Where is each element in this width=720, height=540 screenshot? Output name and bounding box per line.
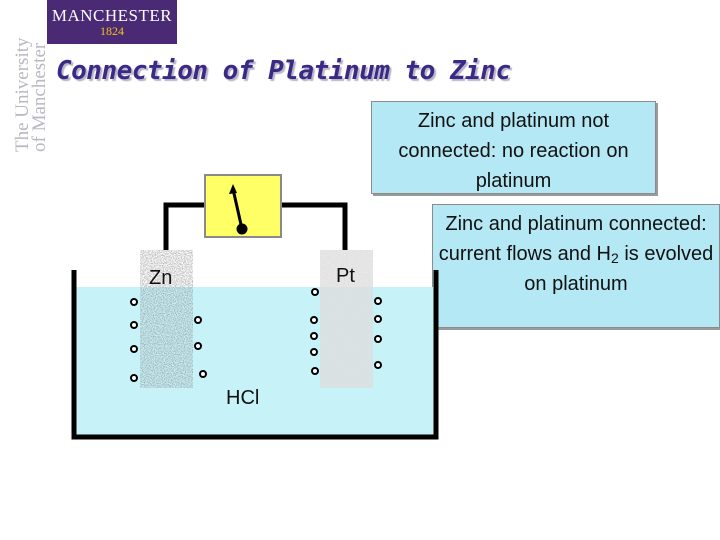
platinum-label: Pt [336,265,355,287]
bubble [311,367,319,375]
bubble [130,345,138,353]
galvanometer-needle-icon [231,188,244,230]
callout-connected-text-before: Zinc and platinum connected: current flo… [438,213,707,265]
platinum-electrode [320,250,373,388]
logo-name: MANCHESTER [51,6,173,25]
bubble [194,342,202,350]
galvanometer-pivot [236,223,248,235]
page-title: Connection of Platinum to Zinc [56,56,511,86]
university-logo: MANCHESTER 1824 [47,0,177,44]
bubble [374,335,382,343]
bubble [130,298,138,306]
callout-not-connected: Zinc and platinum not connected: no reac… [371,101,656,194]
bubble [130,374,138,382]
hcl-label: HCl [226,387,260,409]
wire-right [281,202,348,250]
zinc-electrode [140,250,193,388]
beaker [71,270,439,440]
bubble [374,361,382,369]
bubble [130,321,138,329]
bubble [374,297,382,305]
callout-connected-subscript: 2 [611,250,619,266]
wire-left [163,202,205,250]
bubble [310,332,318,340]
zinc-label: Zn [149,267,173,289]
bubble [374,315,382,323]
callout-connected: Zinc and platinum connected: current flo… [432,204,720,328]
callout-connected-text-after: is evolved on platinum [524,243,714,295]
bubble [310,316,318,324]
galvanometer-needle-tip [229,184,237,194]
bubble [199,370,207,378]
hydrogen-bubble-icon [130,288,382,382]
bubble [311,288,319,296]
logo-year: 1824 [100,24,124,38]
bubble [310,348,318,356]
hcl-solution [74,287,436,437]
bubble [194,316,202,324]
